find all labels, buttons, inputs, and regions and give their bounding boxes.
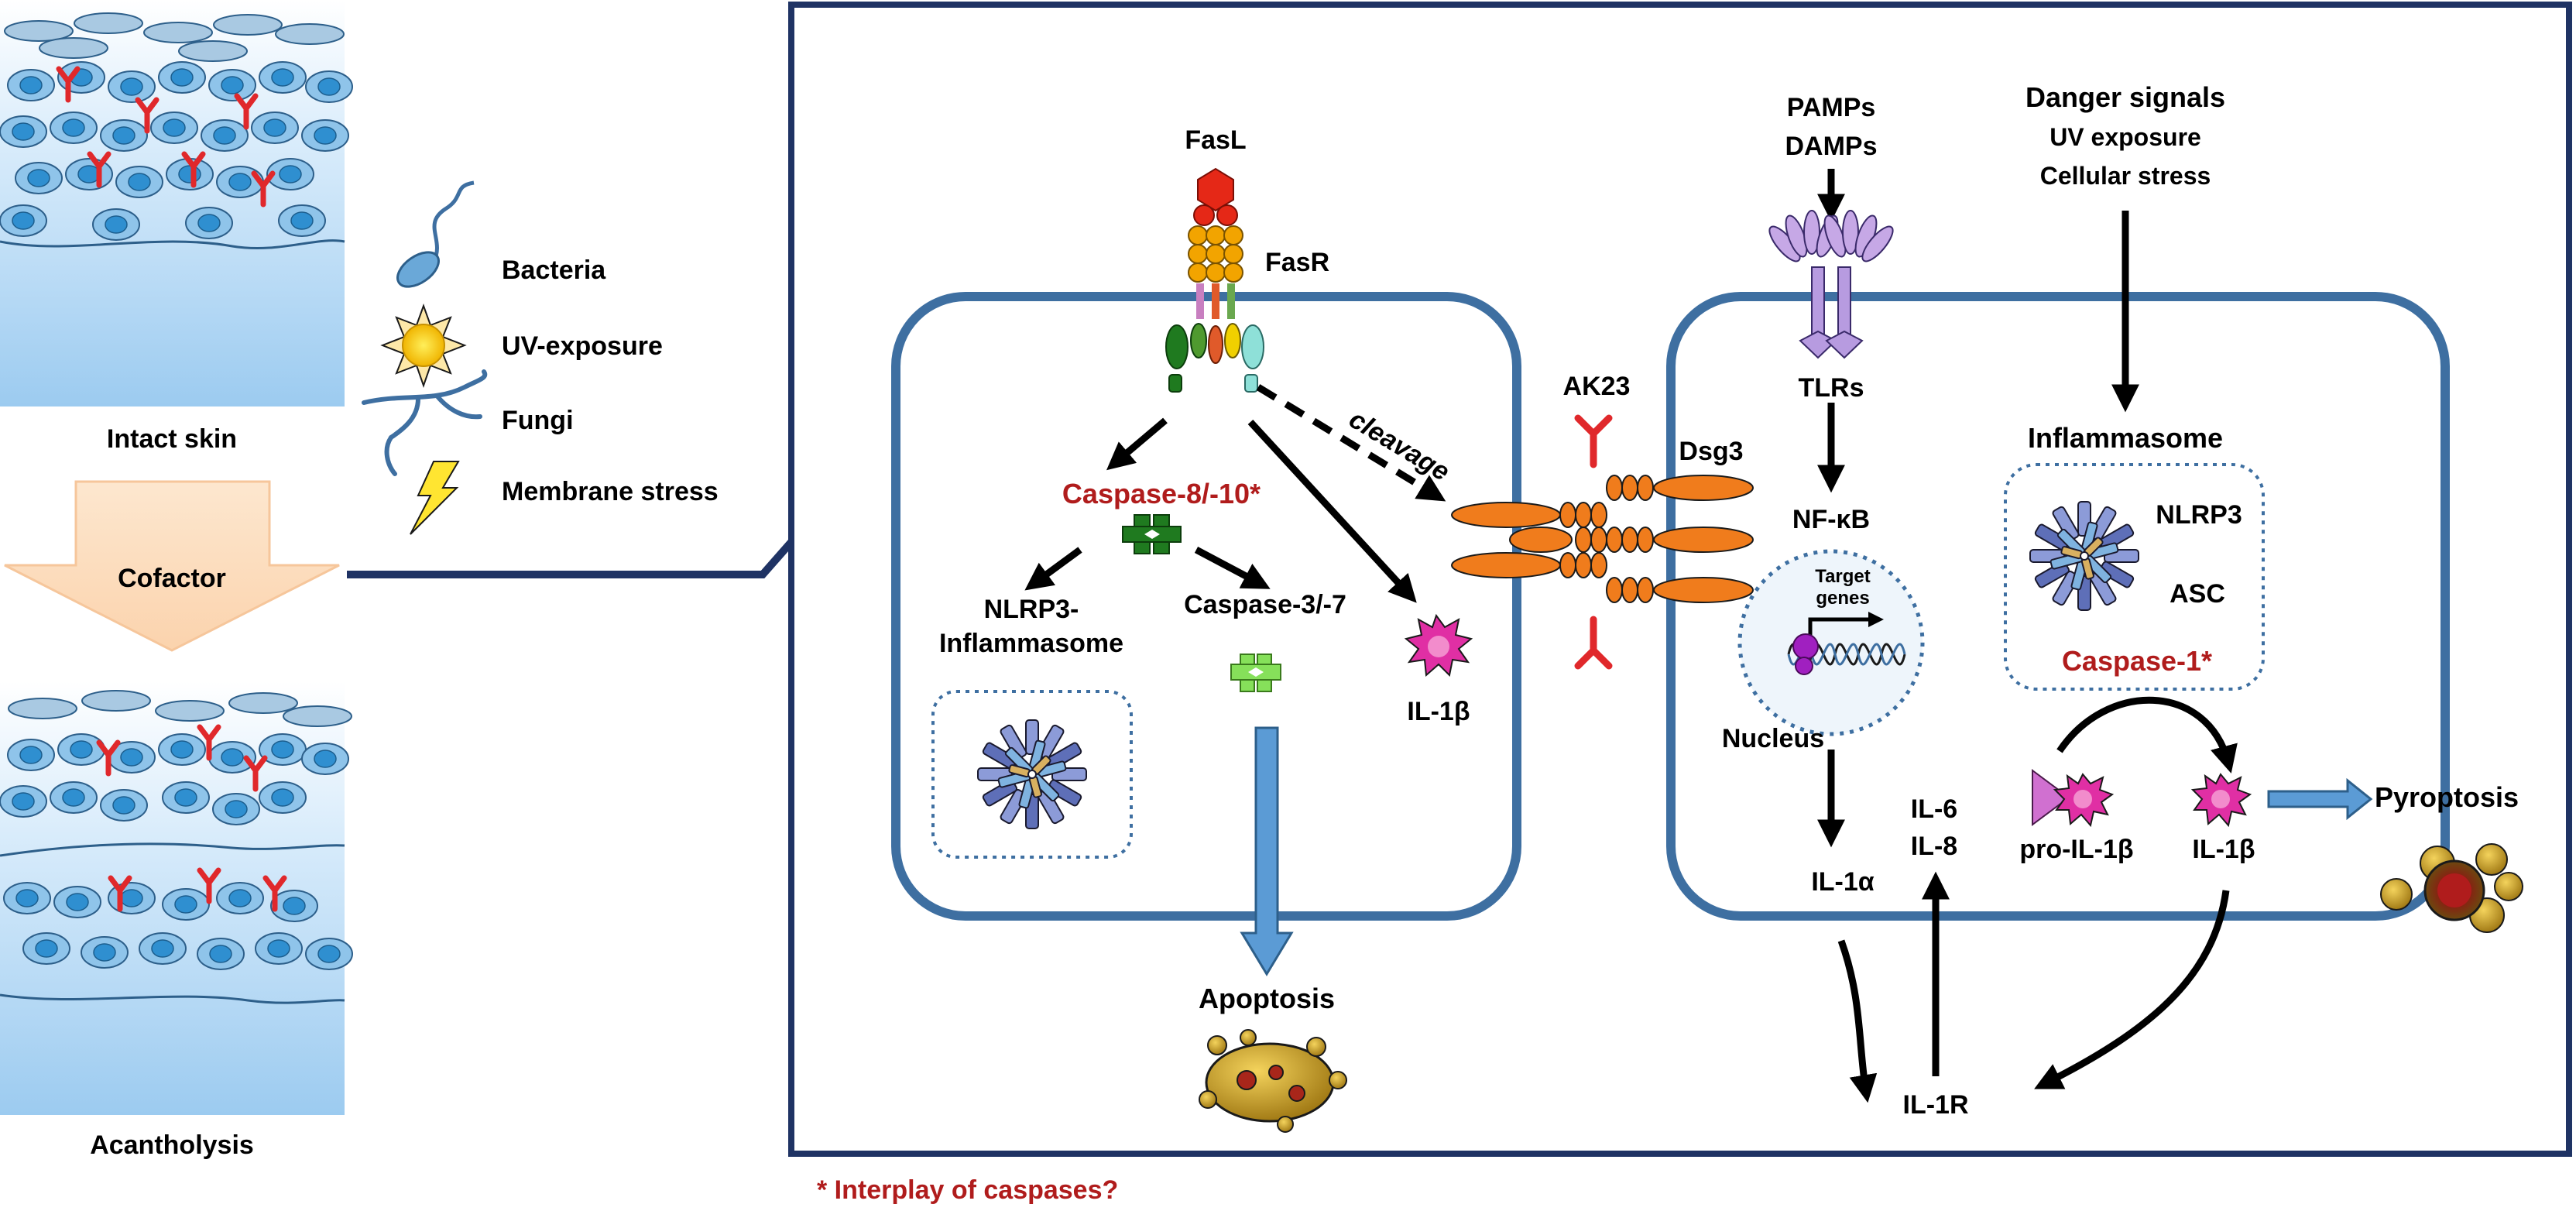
pathway-arrows-left: [1024, 384, 1446, 603]
il1b-burst-left: [1404, 613, 1473, 678]
pyroptosis-arrow: [2267, 777, 2373, 821]
il1a-label: IL-1α: [1811, 867, 1874, 897]
right-cell: [1666, 292, 2450, 921]
caspase-8-10-label: Caspase-8/-10*: [1062, 478, 1261, 509]
inflammasome-label-right: Inflammasome: [2028, 422, 2223, 454]
dna-transcription-icon: [1787, 612, 1906, 675]
pathway-arrows-right: [1817, 169, 2238, 1103]
caspase-1-label: Caspase-1*: [2062, 645, 2212, 677]
dsg3-label: Dsg3: [1679, 437, 1743, 466]
connector-line: [347, 539, 794, 578]
left-cell: [891, 292, 1521, 921]
nlrp3-label-right: NLRP3: [2156, 500, 2242, 530]
dsg3-cadherins: [1451, 475, 1754, 603]
intact-skin-label: Intact skin: [107, 424, 237, 454]
inflammasome-box-left: [931, 690, 1133, 859]
caspase-3-icon: [1230, 654, 1281, 692]
il1b-burst-right: [2190, 773, 2252, 828]
target-genes-line1: Target: [1815, 566, 1871, 587]
pro-il1b-icon: [2032, 769, 2115, 828]
asc-label: ASC: [2170, 579, 2225, 609]
caspase-3-7-label: Caspase-3/-7: [1184, 590, 1346, 619]
il1b-label-right: IL-1β: [2192, 835, 2255, 864]
nlrp3-label-line2: Inflammasome: [939, 629, 1123, 658]
uv-exposure-signal-label: UV exposure: [2049, 123, 2201, 151]
il1r-label: IL-1R: [1903, 1090, 1969, 1120]
intact-skin-illustration: [0, 0, 353, 407]
pyroptotic-cell-icon: [2380, 843, 2523, 933]
uv-exposure-label: UV-exposure: [502, 331, 663, 361]
danger-signals-label: Danger signals: [2025, 81, 2225, 113]
fasr-label: FasR: [1265, 248, 1329, 277]
target-genes-line2: genes: [1816, 588, 1869, 609]
nucleus: [1737, 549, 1925, 736]
damps-label: DAMPs: [1785, 132, 1877, 161]
nfkb-label: NF-κB: [1792, 505, 1870, 534]
main-frame: [788, 2, 2572, 1157]
acantholysis-illustration: [0, 681, 353, 1115]
il6-label: IL-6: [1911, 794, 1957, 824]
il8-label: IL-8: [1911, 832, 1957, 861]
apoptotic-cell-icon: [1199, 1029, 1347, 1133]
pyroptosis-label: Pyroptosis: [2375, 781, 2519, 813]
apoptosis-arrow: [1240, 726, 1294, 976]
fasl-label: FasL: [1185, 125, 1246, 155]
cofactor-label: Cofactor: [118, 564, 226, 593]
caspase-8-icon: [1122, 514, 1182, 554]
il1b-label-left: IL-1β: [1407, 697, 1470, 726]
apoptosis-label: Apoptosis: [1199, 983, 1335, 1014]
pamps-label: PAMPs: [1787, 93, 1876, 122]
lightning-icon: [410, 461, 460, 535]
tlrs-label: TLRs: [1799, 373, 1864, 403]
nucleus-label: Nucleus: [1722, 724, 1824, 753]
inflammasome-icon-left: [976, 718, 1089, 831]
nlrp3-label-line1: NLRP3-: [984, 595, 1079, 624]
sun-icon: [380, 304, 467, 389]
pro-il1b-label: pro-IL-1β: [2019, 835, 2133, 864]
acantholysis-label: Acantholysis: [90, 1130, 254, 1160]
fungi-label: Fungi: [502, 406, 574, 435]
fungi-icon: [362, 369, 488, 476]
membrane-stress-label: Membrane stress: [502, 477, 719, 506]
ak23-antibody-icon: [1574, 414, 1613, 670]
footnote: * Interplay of caspases?: [817, 1175, 1118, 1205]
inflammasome-box-right: [2004, 463, 2265, 691]
fas-receptor-complex: [1165, 167, 1264, 393]
cellular-stress-label: Cellular stress: [2040, 162, 2211, 190]
bacteria-label: Bacteria: [502, 256, 606, 285]
bacteria-icon: [396, 180, 475, 288]
inflammasome-icon-right: [2028, 499, 2141, 612]
ak23-label: AK23: [1563, 372, 1631, 401]
tlr-receptor-icon: [1768, 210, 1894, 359]
cofactor-arrow: [4, 480, 340, 652]
